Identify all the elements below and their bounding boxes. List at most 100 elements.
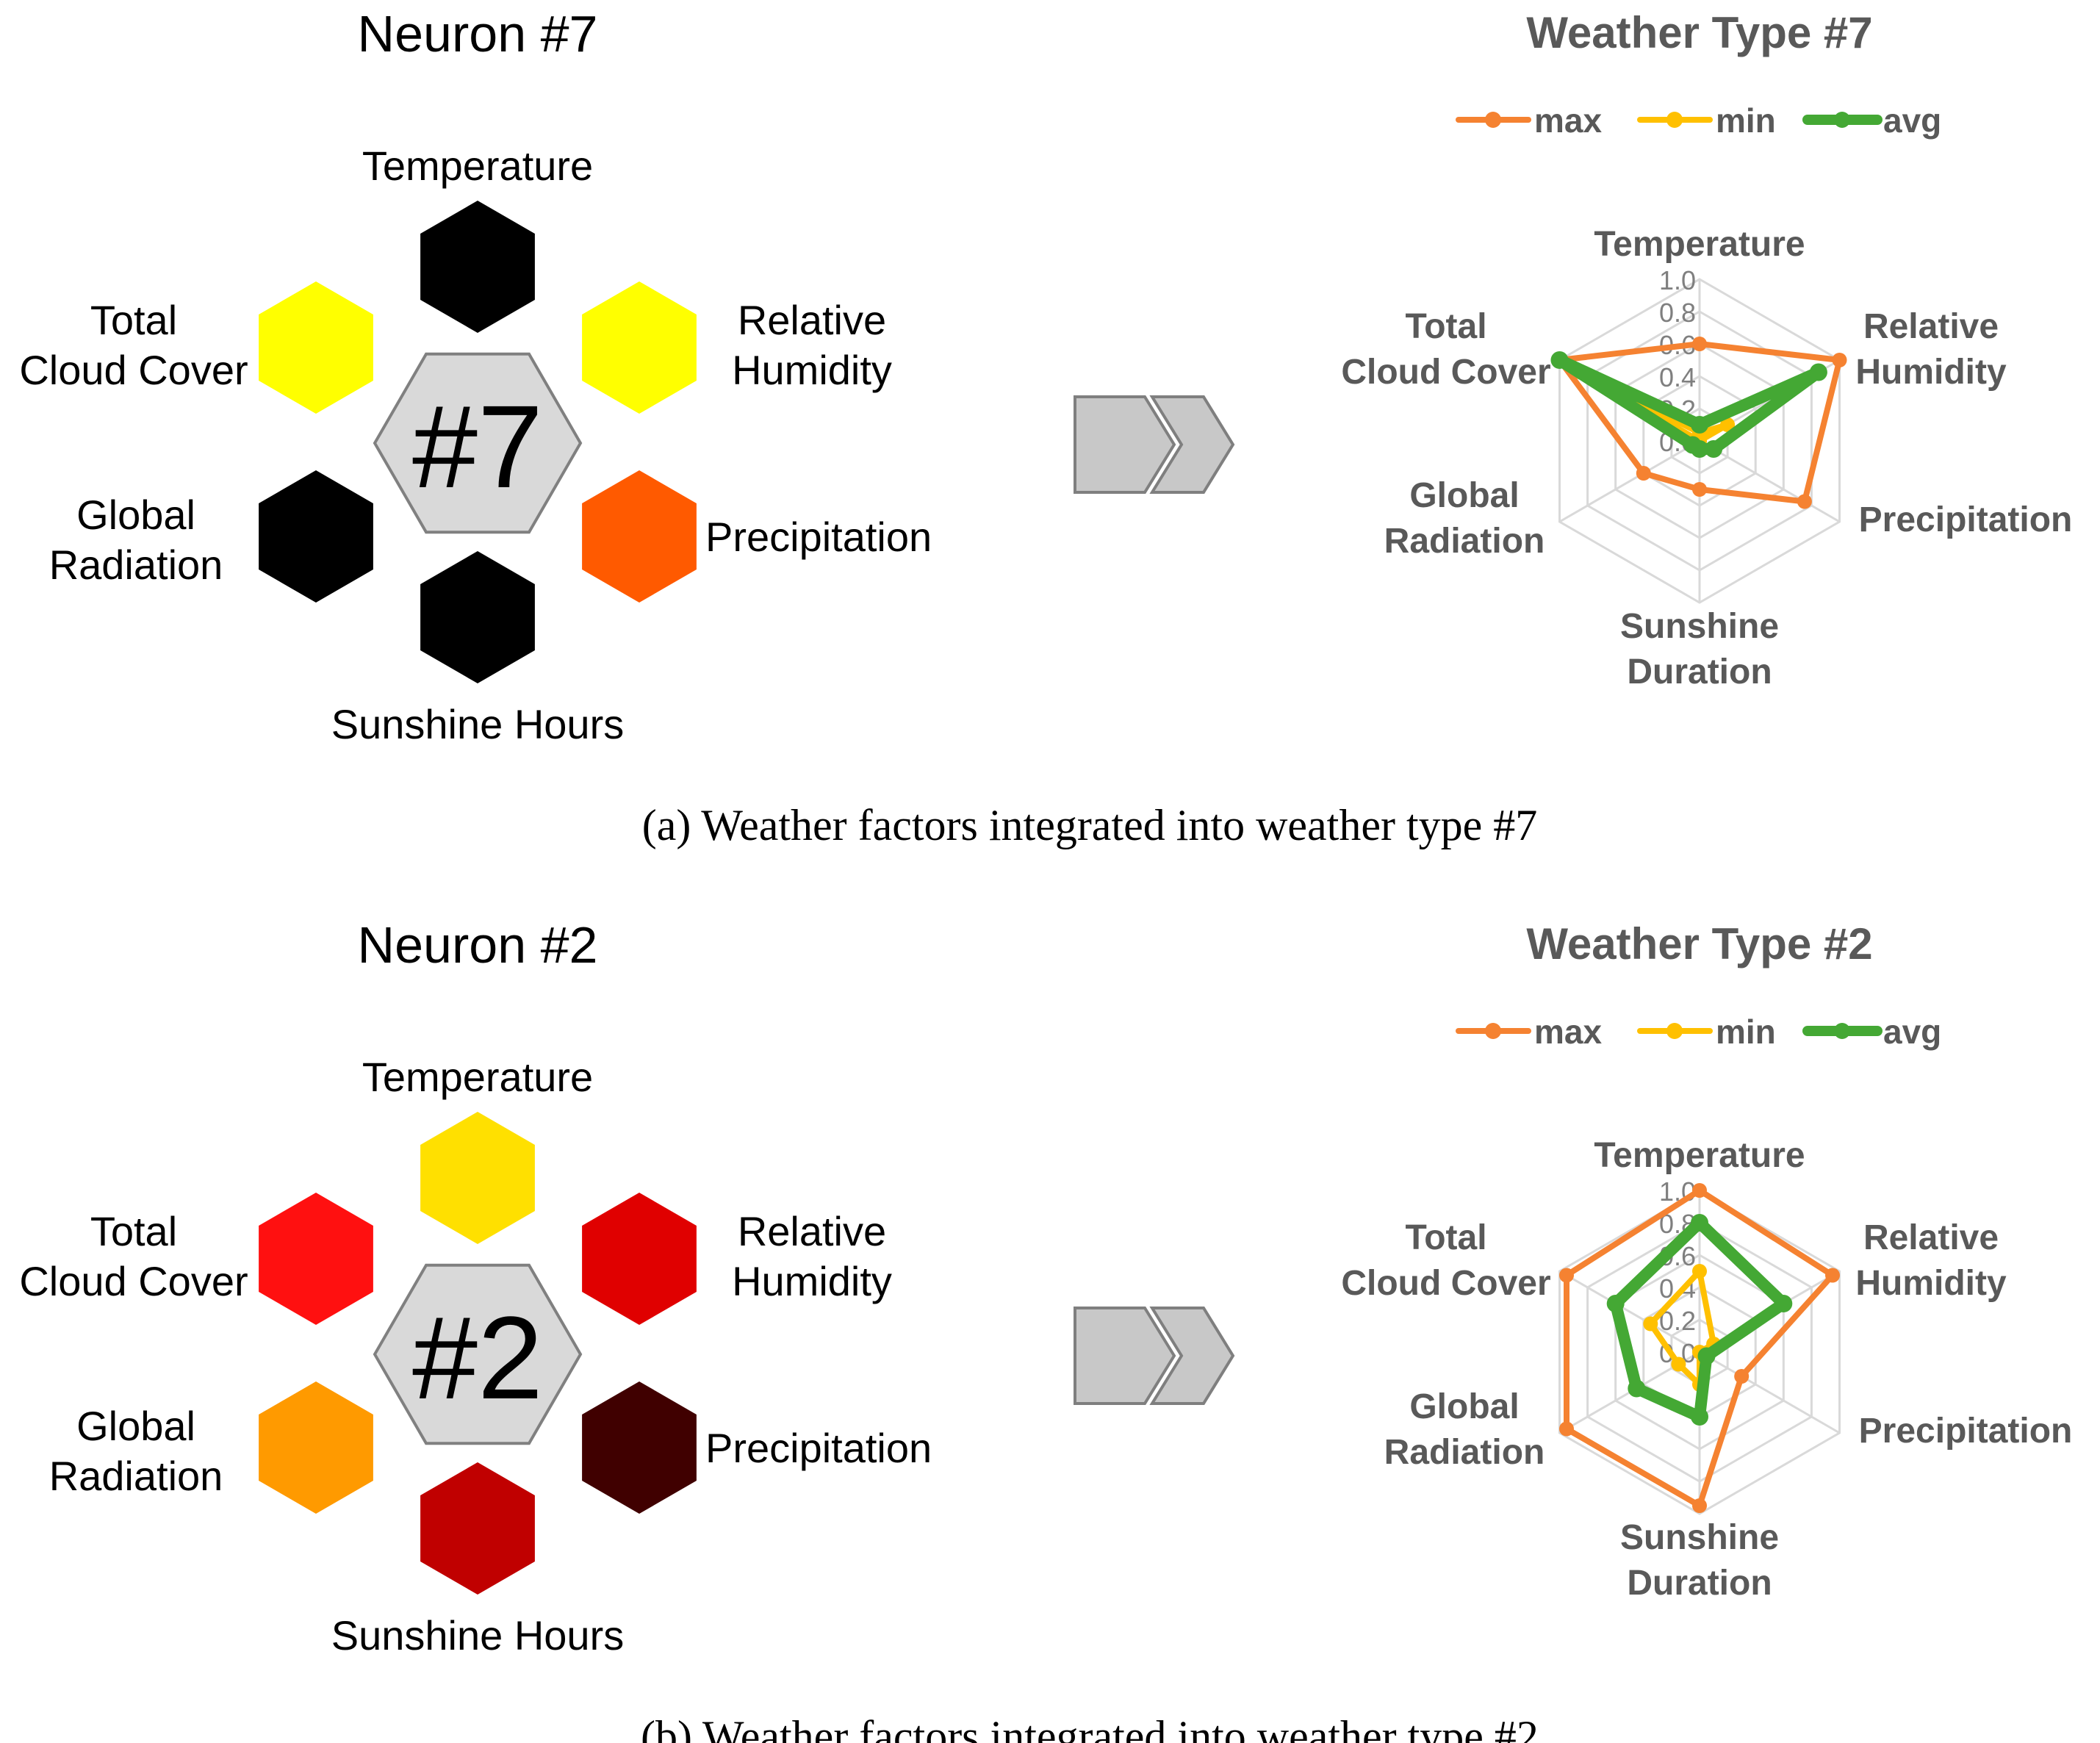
- label-temperature: Temperature: [362, 143, 593, 189]
- hexagon-total-cloud-cover: [259, 281, 373, 414]
- label-precipitation: Precipitation: [705, 1425, 932, 1471]
- legend-marker-min: [1666, 112, 1683, 128]
- radar-point-max: [1825, 1268, 1840, 1283]
- center-label: #7: [412, 381, 543, 512]
- legend-label-avg: avg: [1883, 1013, 1941, 1051]
- radar-point-avg: [1705, 440, 1723, 458]
- neuron-title: Neuron #7: [358, 5, 598, 62]
- radar-tick-label: 0.8: [1659, 298, 1696, 328]
- radar-category-label-line: Humidity: [1855, 1264, 2007, 1303]
- label-sunshine-hours: Sunshine Hours: [331, 1612, 624, 1658]
- chevron-shape: [1149, 1307, 1235, 1405]
- radar-category-label-line: Relative: [1863, 307, 1999, 346]
- label-relative-humidity-line: Relative: [738, 297, 886, 343]
- radar-category-label-line: Relative: [1863, 1218, 1999, 1257]
- radar-spoke: [1558, 1270, 1700, 1354]
- radar-category-label-line: Radiation: [1384, 522, 1545, 561]
- center-hexagon: [373, 1263, 583, 1445]
- radar-point-max: [1692, 1498, 1707, 1513]
- hexagon-global-radiation: [259, 470, 373, 603]
- legend-marker-max: [1485, 112, 1501, 128]
- radar-point-avg: [1606, 1295, 1625, 1312]
- radar-point-avg: [1691, 1408, 1708, 1426]
- label-global-radiation-line: Global: [76, 1403, 195, 1449]
- legend-label-avg: avg: [1883, 101, 1941, 140]
- radar-category-label-line: Total: [1405, 307, 1486, 346]
- hexagon-sunshine-hours: [420, 551, 535, 683]
- radar-category-label: Precipitation: [1859, 1412, 2073, 1451]
- label-relative-humidity-line: Humidity: [732, 347, 892, 393]
- radar-category-label-line: Global: [1409, 476, 1519, 515]
- legend-label-max: max: [1534, 1013, 1602, 1051]
- chart-title: Weather Type #7: [1526, 8, 1872, 57]
- hexagon-sunshine-hours: [420, 1462, 535, 1595]
- hexagon-temperature: [420, 1112, 535, 1244]
- radar-point-min: [1671, 1356, 1686, 1372]
- legend-label-max: max: [1534, 101, 1602, 140]
- label-total-cloud-cover-line: Total: [90, 297, 177, 343]
- radar-category-label-line: Sunshine: [1620, 1518, 1779, 1557]
- radar-spoke: [1699, 439, 1841, 523]
- radar-point-max: [1832, 353, 1847, 367]
- panel-caption: (b) Weather factors integrated into weat…: [641, 1712, 1539, 1743]
- radar-category-label-line: Radiation: [1384, 1433, 1545, 1472]
- label-total-cloud-cover-line: Cloud Cover: [19, 347, 248, 393]
- radar-point-max: [1692, 1183, 1707, 1198]
- radar-category-label: Temperature: [1594, 225, 1805, 264]
- radar-point-max: [1559, 1268, 1574, 1283]
- radar-category-label: Temperature: [1594, 1136, 1805, 1175]
- chart-title: Weather Type #2: [1526, 919, 1872, 968]
- radar-category-label-line: Global: [1409, 1387, 1519, 1426]
- panel-caption: (a) Weather factors integrated into weat…: [642, 801, 1538, 849]
- radar-point-max: [1559, 1421, 1574, 1437]
- radar-point-avg: [1691, 416, 1708, 434]
- hexagon-temperature: [420, 201, 535, 333]
- hexagon-total-cloud-cover: [259, 1193, 373, 1325]
- hexagon-relative-humidity: [582, 281, 697, 414]
- radar-point-avg: [1774, 1295, 1793, 1312]
- radar-tick-label: 0.4: [1659, 362, 1696, 392]
- radar-point-avg: [1683, 436, 1702, 454]
- hexagon-precipitation: [582, 470, 697, 603]
- radar-point-max: [1692, 337, 1707, 351]
- double-chevron-right-icon: [1074, 1307, 1235, 1405]
- hexagon-global-radiation: [259, 1381, 373, 1514]
- legend-marker-avg: [1834, 1023, 1850, 1039]
- radar-category-label-line: Humidity: [1855, 353, 2007, 392]
- radar-point-max: [1797, 494, 1812, 509]
- label-global-radiation-line: Radiation: [49, 1453, 223, 1499]
- double-chevron-right-icon: [1074, 395, 1235, 494]
- radar-spoke: [1699, 1351, 1841, 1434]
- radar-point-min: [1692, 1264, 1707, 1279]
- center-label: #2: [412, 1292, 543, 1423]
- radar-point-avg: [1628, 1379, 1646, 1398]
- chevron-shape: [1074, 1307, 1176, 1405]
- radar-category-label-line: Sunshine: [1620, 607, 1779, 646]
- legend-label-min: min: [1716, 101, 1776, 140]
- radar-category-label-line: Total: [1405, 1218, 1486, 1257]
- hexagon-relative-humidity: [582, 1193, 697, 1325]
- radar-point-min: [1643, 1316, 1658, 1331]
- radar-tick-label: 1.0: [1659, 265, 1696, 295]
- label-relative-humidity-line: Humidity: [732, 1258, 892, 1304]
- label-sunshine-hours: Sunshine Hours: [331, 701, 624, 747]
- radar-category-label-line: Duration: [1627, 653, 1772, 691]
- label-temperature: Temperature: [362, 1054, 593, 1100]
- hexagon-precipitation: [582, 1381, 697, 1514]
- radar-point-avg: [1809, 363, 1827, 381]
- neuron-title: Neuron #2: [358, 916, 598, 974]
- label-total-cloud-cover-line: Cloud Cover: [19, 1258, 248, 1304]
- label-global-radiation-line: Global: [76, 492, 195, 538]
